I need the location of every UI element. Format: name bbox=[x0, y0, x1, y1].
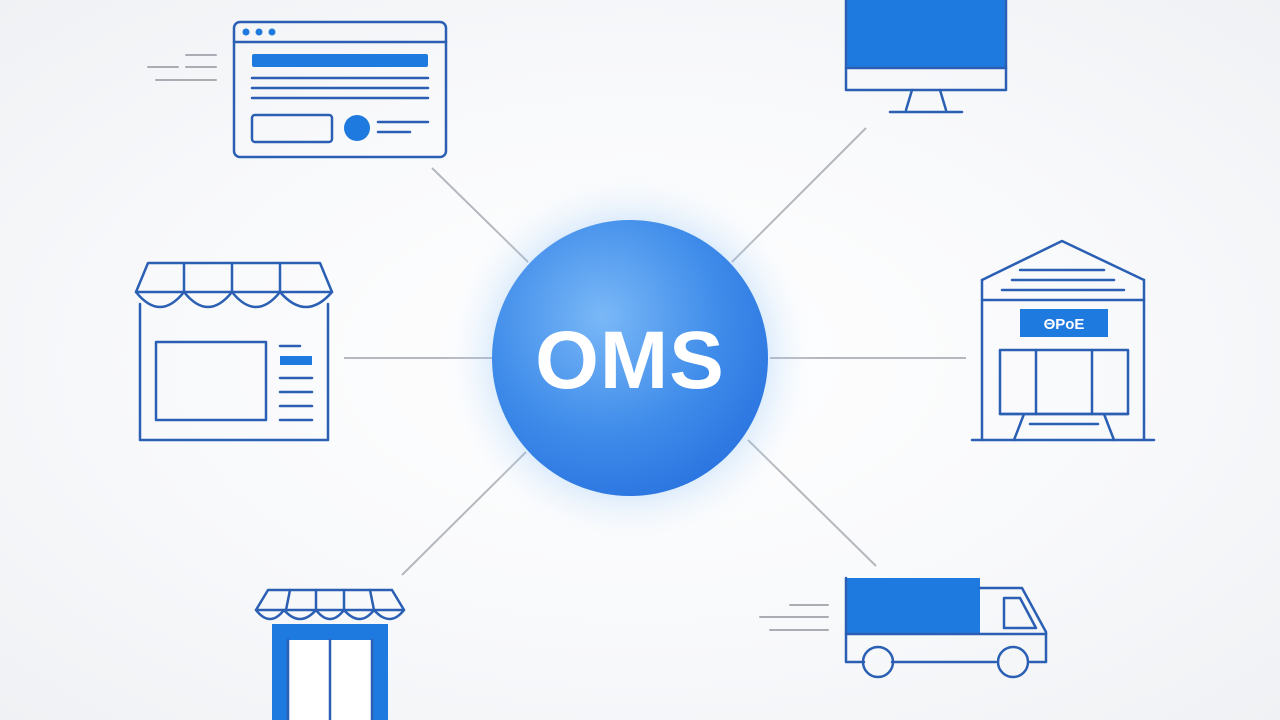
desktop-monitor-icon bbox=[844, 0, 1008, 114]
hub-circle bbox=[492, 220, 768, 496]
hub-label: OMS bbox=[535, 315, 725, 406]
storefront-icon bbox=[134, 261, 334, 442]
warehouse-sign: ΘΡoΕ bbox=[1044, 316, 1085, 333]
kiosk-shop-icon bbox=[254, 588, 406, 720]
web-browser-icon bbox=[147, 20, 448, 159]
delivery-truck-icon bbox=[759, 576, 1048, 679]
oms-hub[interactable]: OMS bbox=[440, 168, 820, 548]
warehouse-icon: ΘΡoΕ bbox=[970, 239, 1156, 442]
